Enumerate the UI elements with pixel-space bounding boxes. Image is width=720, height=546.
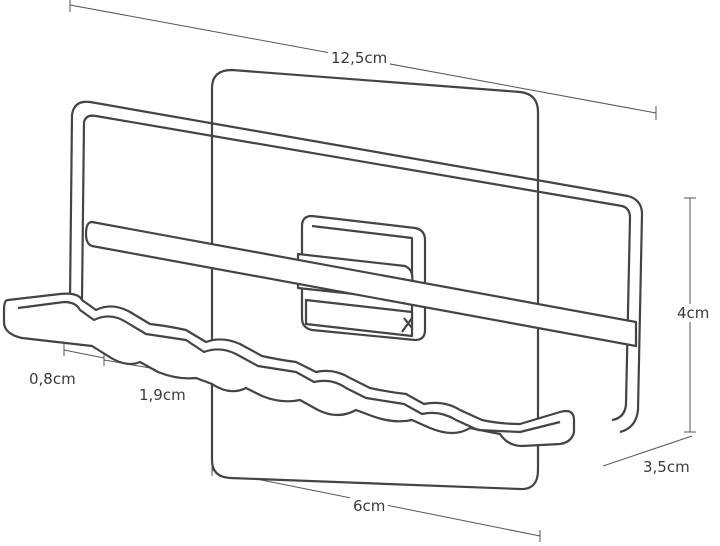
slot-width-label: 1,9cm bbox=[136, 386, 189, 404]
dimension-line-slot-gap bbox=[63, 344, 105, 359]
width-label: 12,5cm bbox=[328, 49, 391, 67]
plate-width-label: 6cm bbox=[350, 497, 389, 515]
dimension-line-depth bbox=[602, 435, 693, 467]
wire-frame bbox=[68, 100, 644, 434]
depth-label: 3,5cm bbox=[640, 458, 693, 476]
height-label: 4cm bbox=[674, 304, 713, 322]
slot-gap-label: 0,8cm bbox=[26, 370, 79, 388]
slot-inner-outline bbox=[17, 300, 561, 434]
